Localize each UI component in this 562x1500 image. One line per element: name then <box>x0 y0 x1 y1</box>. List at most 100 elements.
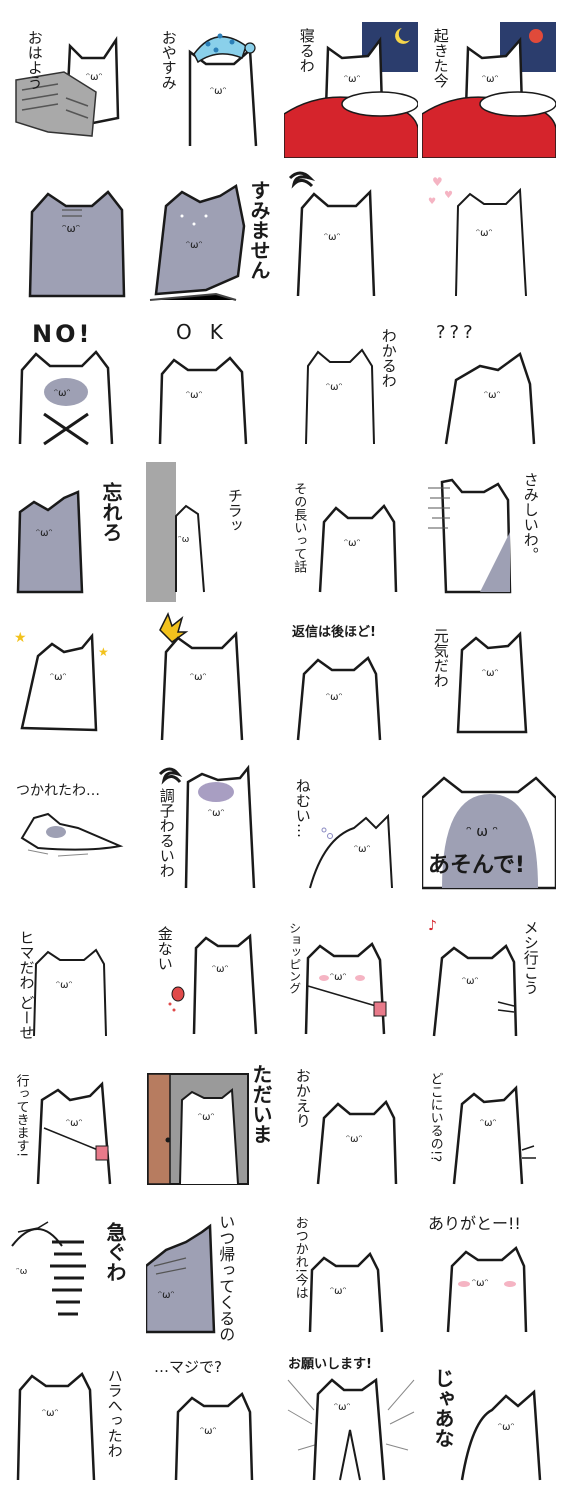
sticker-nemui[interactable]: ᵔωᵔ ねむい… <box>284 758 418 898</box>
sticker-henshin[interactable]: ᵔωᵔ 返信は後ほど! <box>284 610 418 750</box>
cat-lonely-illustration <box>428 478 512 594</box>
svg-text:ᵔωᵔ: ᵔωᵔ <box>42 1408 59 1419</box>
sticker-okita[interactable]: ᵔωᵔ 起きた今 <box>422 18 556 158</box>
sticker-caption: ありがとー!! <box>428 1214 521 1233</box>
sticker-genki[interactable]: ᵔωᵔ 元気だわ <box>422 610 556 750</box>
sticker-ohayou[interactable]: ᵔωᵔ おはよう <box>8 18 142 158</box>
svg-text:ᵔωᵔ: ᵔωᵔ <box>480 1118 497 1129</box>
cat-question-illustration: ᵔωᵔ <box>444 351 536 445</box>
sticker-caption: ショッピング <box>287 922 302 994</box>
sticker-gray-face[interactable]: ᵔωᵔ <box>8 166 142 306</box>
sticker-shopping[interactable]: ᵔωᵔ ショッピング <box>284 906 418 1046</box>
svg-text:ᵔωᵔ: ᵔωᵔ <box>198 1112 215 1123</box>
cat-plain-illustration: ᵔωᵔ <box>33 948 107 1037</box>
cat-wave-illustration: ᵔωᵔ <box>460 1389 542 1481</box>
cat-bag-illustration: ᵔωᵔ <box>304 942 387 1035</box>
cat-nightcap-illustration: ᵔωᵔ <box>188 33 258 147</box>
sticker-caption: おつかれ!今は <box>292 1216 308 1300</box>
sticker-wasurero[interactable]: ᵔωᵔ 忘れろ <box>8 462 142 602</box>
sticker-flash[interactable]: ᵔωᵔ <box>146 610 280 750</box>
cat-sleepy-illustration: ᵔωᵔ <box>309 813 393 889</box>
cat-plain-illustration: ᵔωᵔ <box>308 1251 384 1333</box>
sticker-asonde[interactable]: ᵔ ω ᵔ あそんで! <box>422 758 556 898</box>
sticker-hima[interactable]: ᵔωᵔ ヒマだわ どーせ <box>8 906 142 1046</box>
svg-text:ᵔωᵔ: ᵔωᵔ <box>462 976 479 987</box>
sticker-ittekimasu[interactable]: ᵔωᵔ 行ってきます! <box>8 1054 142 1194</box>
sticker-onegai[interactable]: ᵔωᵔ お願いします! <box>284 1350 418 1490</box>
svg-text:ᵔωᵔ: ᵔωᵔ <box>190 672 207 683</box>
sticker-caption: わかるわ <box>379 328 398 388</box>
cat-plain-illustration: ᵔωᵔ <box>174 1391 254 1481</box>
sticker-caption: ??? <box>436 322 477 343</box>
sticker-caption: じゃあな <box>431 1368 455 1448</box>
sticker-caption: おかえり <box>293 1068 312 1128</box>
cat-note-illustration: ♪ ᵔωᵔ <box>428 918 518 1037</box>
sticker-choushi[interactable]: ᵔωᵔ 調子わるいわ <box>146 758 280 898</box>
svg-text:ᵔωᵔ: ᵔωᵔ <box>208 808 225 819</box>
sticker-caption: 急ぐわ <box>103 1222 127 1282</box>
sticker-sono-nagai[interactable]: ᵔωᵔ その長いって話 <box>284 462 418 602</box>
sticker-jaana[interactable]: ᵔωᵔ じゃあな <box>422 1350 556 1490</box>
cat-gray-side-illustration: ᵔωᵔ <box>146 1223 216 1334</box>
sticker-caption: お願いします! <box>288 1357 372 1372</box>
svg-text:ᵔωᵔ: ᵔωᵔ <box>158 1290 175 1301</box>
sticker-no[interactable]: ᵔωᵔ NO! <box>8 314 142 454</box>
sticker-caption: 忘れろ <box>99 482 123 542</box>
sticker-wakaruwa[interactable]: ᵔωᵔ わかるわ <box>284 314 418 454</box>
cat-plain-illustration: ᵔωᵔ <box>452 1085 536 1185</box>
sticker-meshi[interactable]: ♪ ᵔωᵔ メシ行こう <box>422 906 556 1046</box>
svg-text:ᵔ ω ᵔ: ᵔ ω ᵔ <box>466 824 498 840</box>
svg-text:ᵔωᵔ: ᵔωᵔ <box>484 390 501 401</box>
sticker-otsukare[interactable]: ᵔωᵔ おつかれ!今は <box>284 1202 418 1342</box>
sticker-tadaima[interactable]: ᵔωᵔ ただいま <box>146 1054 280 1194</box>
cat-flash-illustration: ᵔωᵔ <box>159 612 244 741</box>
sticker-arigatou[interactable]: ᵔωᵔ ありがとー!! <box>422 1202 556 1342</box>
cat-door-illustration: ᵔωᵔ <box>147 1073 249 1185</box>
cat-moody-illustration: ᵔωᵔ <box>288 171 376 297</box>
cat-newspaper-illustration: ᵔωᵔ <box>15 36 120 137</box>
sticker-harahetta[interactable]: ᵔωᵔ ハラへったわ <box>8 1350 142 1490</box>
sticker-scribble[interactable]: ᵔωᵔ <box>284 166 418 306</box>
sticker-itsukaeru[interactable]: ᵔωᵔ いつ帰ってくるので? <box>146 1202 280 1342</box>
sticker-chira[interactable]: ᵔω チラッ <box>146 462 280 602</box>
sticker-caption: その長いって話 <box>291 482 307 573</box>
sticker-ok[interactable]: ᵔωᵔ OK <box>146 314 280 454</box>
sticker-neruwa[interactable]: ᵔωᵔ 寝るわ <box>284 18 418 158</box>
sticker-dokoniiru[interactable]: ᵔωᵔ どこにいるの!? <box>422 1054 556 1194</box>
sticker-maji[interactable]: ᵔωᵔ …マジで? <box>146 1350 280 1490</box>
cat-ok-illustration: ᵔωᵔ <box>158 356 248 445</box>
svg-text:ᵔωᵔ: ᵔωᵔ <box>62 222 80 235</box>
sticker-caption: さみしいわ。 <box>521 472 540 562</box>
cat-blush-illustration: ᵔωᵔ <box>446 1245 528 1333</box>
sticker-sumimasen[interactable]: ᵔωᵔ すみません <box>146 166 280 306</box>
cat-hearts-illustration: ♥ ♥ ♥ ᵔωᵔ <box>428 175 527 297</box>
svg-text:ᵔωᵔ: ᵔωᵔ <box>186 390 203 401</box>
cat-plain-illustration: ᵔωᵔ <box>16 1372 96 1481</box>
sticker-sparkle[interactable]: ★ ★ ᵔωᵔ <box>8 610 142 750</box>
svg-text:ᵔωᵔ: ᵔωᵔ <box>324 232 341 243</box>
sticker-caption: 金ない <box>155 926 174 971</box>
sticker-caption: あそんで! <box>428 853 525 878</box>
cat-sick-illustration: ᵔωᵔ <box>158 764 256 889</box>
sticker-sheet: ᵔωᵔ おはよう ᵔωᵔ おやすみ ᵔωᵔ 寝るわ <box>8 18 556 1490</box>
sticker-caption: ねむい… <box>293 778 312 838</box>
sticker-okaeri[interactable]: ᵔωᵔ おかえり <box>284 1054 418 1194</box>
sticker-oyasumi[interactable]: ᵔωᵔ おやすみ <box>146 18 280 158</box>
svg-text:ᵔωᵔ: ᵔωᵔ <box>210 86 227 97</box>
sticker-tsukareta[interactable]: つかれたわ… <box>8 758 142 898</box>
svg-text:ᵔωᵔ: ᵔωᵔ <box>200 1426 217 1437</box>
svg-text:ᵔω: ᵔω <box>178 535 189 545</box>
sticker-caption: すみません <box>247 180 271 280</box>
sticker-samishii[interactable]: さみしいわ。 <box>422 462 556 602</box>
svg-text:ᵔωᵔ: ᵔωᵔ <box>212 964 229 975</box>
svg-text:ᵔωᵔ: ᵔωᵔ <box>354 844 371 855</box>
sticker-question[interactable]: ᵔωᵔ ??? <box>422 314 556 454</box>
sticker-isoguwa[interactable]: ᵔω 急ぐわ <box>8 1202 142 1342</box>
svg-text:♪: ♪ <box>428 918 437 934</box>
svg-text:ᵔωᵔ: ᵔωᵔ <box>326 692 343 703</box>
sticker-kanenai[interactable]: ᵔωᵔ 金ない <box>146 906 280 1046</box>
svg-text:ᵔωᵔ: ᵔωᵔ <box>66 1118 83 1129</box>
sticker-caption: 起きた今 <box>431 28 450 88</box>
cat-bed-illustration: ᵔωᵔ <box>284 22 418 158</box>
sticker-hearts[interactable]: ♥ ♥ ♥ ᵔωᵔ <box>422 166 556 306</box>
